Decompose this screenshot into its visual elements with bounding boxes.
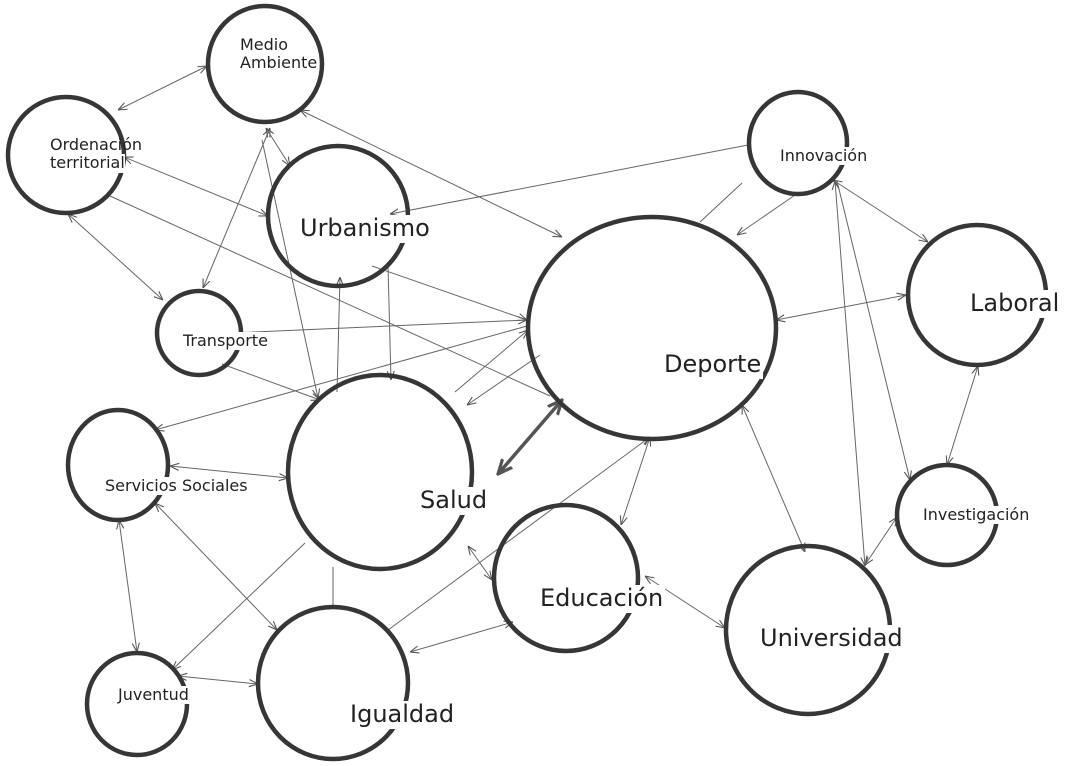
edge-igualdad-educacion [410, 622, 513, 652]
node-salud [285, 372, 475, 572]
edge-servicios-igualdad [155, 503, 277, 630]
edge-salud-juventud [172, 542, 306, 670]
edge-salud-urbanismo [337, 277, 340, 393]
edge-innovacion-laboral [833, 180, 928, 242]
edge-deporte-educacion [621, 437, 650, 525]
edge-deporte-servicios [155, 325, 528, 430]
edge-deporte-salud-2 [467, 354, 541, 405]
label-line: Medio [240, 35, 289, 54]
node-innovacion [746, 89, 850, 197]
edge-educacion-universidad [645, 576, 725, 628]
edge-laboral-investigacion [947, 366, 978, 465]
label-laboral: Laboral [968, 289, 1062, 318]
node-medio-ambiente [205, 3, 325, 125]
edge-innovacion-universidad [835, 181, 865, 566]
edge-innovacion-urbanismo [390, 144, 749, 214]
edge-transporte-salud [221, 363, 320, 400]
label-ordenacion-territorial: Ordenación territorial [48, 135, 144, 173]
label-medio-ambiente: Medio Ambiente [238, 35, 319, 73]
edge-igualdad-deporte [387, 437, 650, 631]
edge-salud-deporte-1 [454, 330, 528, 393]
edge-ordenacion-urbanismo [124, 157, 268, 216]
node-deporte [525, 214, 779, 442]
edge-deporte-universidad [742, 405, 805, 552]
label-salud: Salud [418, 486, 490, 515]
edge-innovacion-investigacion [836, 180, 910, 480]
edge-urbanismo-salud [388, 265, 391, 380]
edge-juventud-igualdad [178, 676, 258, 684]
edge-medio-urbanismo [266, 128, 290, 166]
edge-investigacion-universidad [865, 517, 897, 565]
label-urbanismo: Urbanismo [298, 214, 432, 243]
edge-transporte-deporte [231, 320, 527, 334]
edge-servicios-salud [170, 466, 288, 478]
label-innovacion: Innovación [778, 146, 870, 166]
edge-urbanismo-deporte [371, 265, 527, 320]
label-line: Ambiente [240, 53, 318, 73]
edges [68, 66, 978, 684]
edge-innovacion-deporte-1 [699, 182, 743, 223]
edge-salud-deporte-strong [498, 400, 562, 474]
edge-medio-deporte [300, 110, 562, 237]
node-educacion [491, 502, 641, 654]
node-igualdad [255, 604, 411, 762]
label-line: Ordenación [50, 135, 143, 154]
label-igualdad: Igualdad [348, 700, 457, 729]
edge-salud-educacion [468, 546, 492, 580]
edge-servicios-juventud [119, 520, 137, 652]
label-juventud: Juventud [116, 685, 191, 705]
label-transporte: Transporte [181, 331, 270, 351]
label-servicios-sociales: Servicios Sociales [103, 476, 250, 496]
edge-ordenacion-deporte [109, 195, 551, 397]
label-educacion: Educación [538, 584, 666, 613]
edge-ordenacion-medio [118, 66, 207, 110]
edge-ordenacion-transporte [68, 214, 163, 300]
edge-innovacion-deporte-2 [737, 194, 796, 235]
label-investigacion: Investigación [921, 505, 1032, 525]
node-servicios-sociales [65, 407, 171, 523]
label-universidad: Universidad [758, 624, 905, 653]
label-line: territorial [50, 153, 125, 173]
edge-deporte-laboral [776, 295, 906, 320]
label-deporte: Deporte [662, 350, 764, 379]
